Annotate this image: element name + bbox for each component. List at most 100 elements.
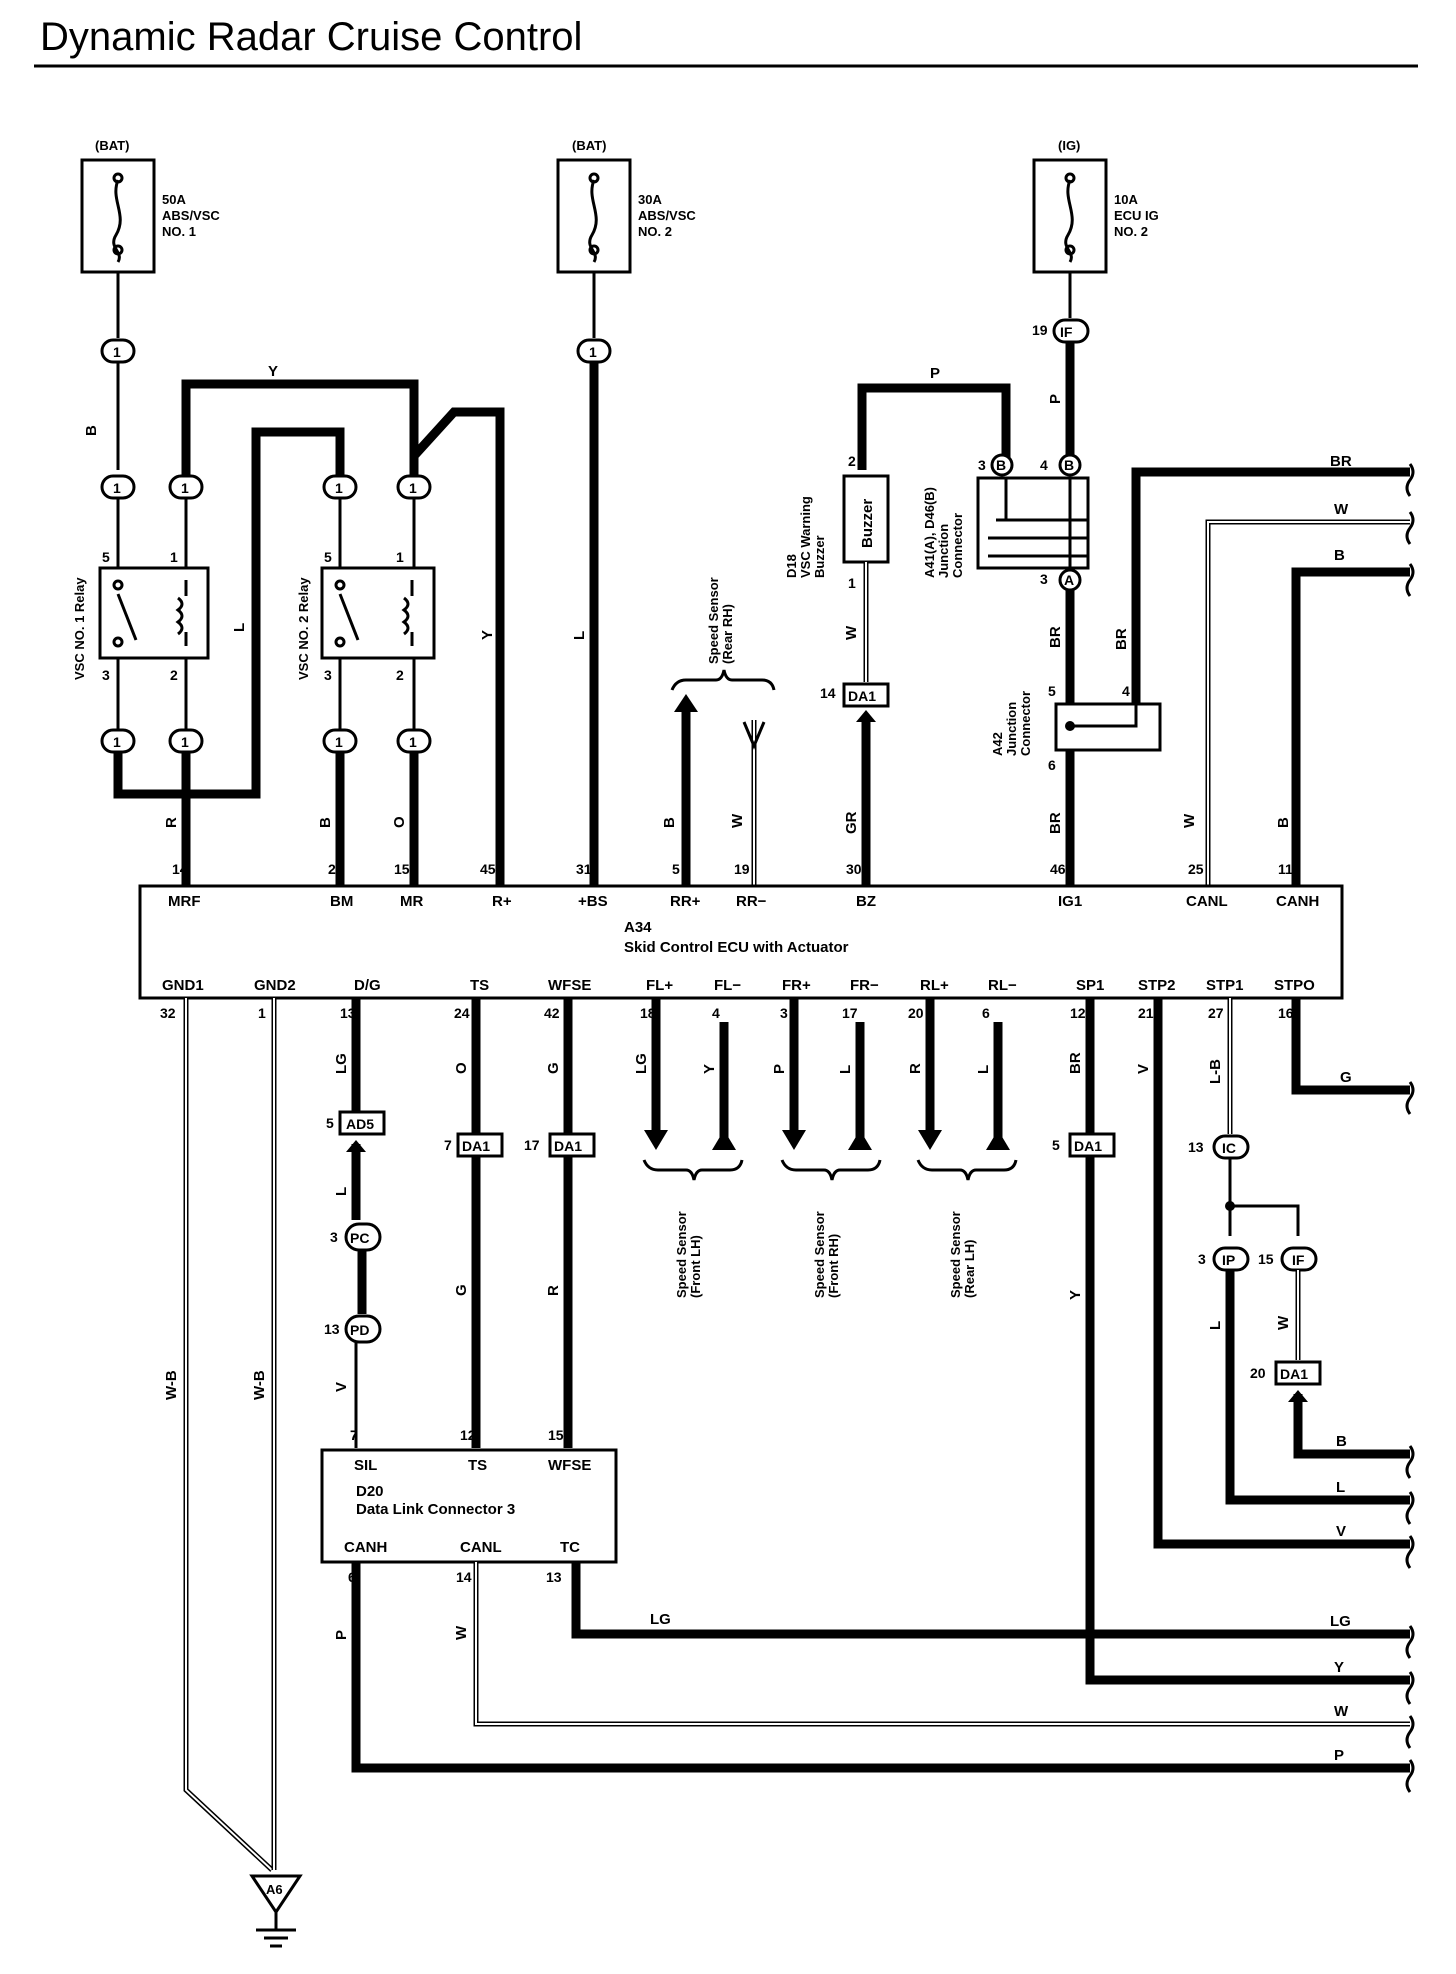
connector-ad5: 5 AD5 xyxy=(326,1110,386,1136)
svg-text:Speed Sensor: Speed Sensor xyxy=(706,577,721,664)
svg-text:12: 12 xyxy=(1070,1005,1086,1021)
wire-l-relay xyxy=(113,427,345,799)
wire-y-r-plus xyxy=(409,407,505,870)
svg-text:B: B xyxy=(1064,457,1074,473)
wire-dlc-canl xyxy=(473,1562,1410,1727)
label-l-bs: L xyxy=(571,631,588,640)
label-g-ts: G xyxy=(453,1284,470,1296)
svg-text:CANL: CANL xyxy=(460,1539,502,1556)
svg-text:W: W xyxy=(1334,1703,1349,1720)
svg-text:STP2: STP2 xyxy=(1138,977,1176,994)
svg-text:RR−: RR− xyxy=(736,893,767,910)
svg-text:45: 45 xyxy=(480,861,496,877)
svg-text:D/G: D/G xyxy=(354,977,381,994)
wire-gnd1-in xyxy=(185,998,273,1871)
svg-text:W: W xyxy=(1334,501,1349,518)
svg-text:1: 1 xyxy=(181,480,189,496)
wire-stpo xyxy=(1291,998,1410,1095)
svg-text:50A: 50A xyxy=(162,192,186,207)
svg-text:12: 12 xyxy=(460,1427,476,1443)
relay-vsc-no2: 5 1 3 2 VSC NO. 2 Relay xyxy=(296,549,436,683)
svg-text:30A: 30A xyxy=(638,192,662,207)
speed-sensor-rear-rh: Speed Sensor (Rear RH) xyxy=(670,577,776,886)
svg-text:SP1: SP1 xyxy=(1076,977,1104,994)
label-g-wfse: G xyxy=(545,1062,562,1074)
label-p-canh: P xyxy=(333,1630,350,1640)
svg-text:20: 20 xyxy=(1250,1365,1266,1381)
splice-ic xyxy=(1225,1201,1235,1211)
svg-text:4: 4 xyxy=(712,1005,720,1021)
svg-text:D18: D18 xyxy=(784,554,799,578)
svg-text:15: 15 xyxy=(1258,1251,1274,1267)
svg-text:BR: BR xyxy=(1047,812,1064,834)
svg-text:Data Link Connector 3: Data Link Connector 3 xyxy=(356,1501,515,1518)
svg-text:1: 1 xyxy=(113,734,121,750)
svg-text:TS: TS xyxy=(470,977,489,994)
svg-text:Buzzer: Buzzer xyxy=(812,535,827,578)
label-w-buzzer: W xyxy=(843,625,860,640)
svg-text:14: 14 xyxy=(172,861,188,877)
svg-text:BZ: BZ xyxy=(856,893,876,910)
svg-text:10A: 10A xyxy=(1114,192,1138,207)
wire-canh-top xyxy=(1291,567,1410,886)
svg-text:42: 42 xyxy=(544,1005,560,1021)
label-v-pd: V xyxy=(333,1382,350,1392)
svg-text:1: 1 xyxy=(409,480,417,496)
label-wb2: W-B xyxy=(251,1370,268,1400)
svg-text:P: P xyxy=(1334,1747,1344,1764)
svg-text:4: 4 xyxy=(1122,683,1130,699)
wire-dlc-canl-in xyxy=(475,1562,1410,1725)
svg-text:CANH: CANH xyxy=(1276,893,1319,910)
label-br1: BR xyxy=(1047,626,1064,648)
label-b: B xyxy=(83,425,100,436)
svg-text:A42: A42 xyxy=(990,732,1005,756)
svg-text:(Front RH): (Front RH) xyxy=(826,1234,841,1298)
label-y-top: Y xyxy=(268,363,278,380)
svg-text:Y: Y xyxy=(701,1064,718,1074)
svg-text:3: 3 xyxy=(324,667,332,683)
arrow-da1-20 xyxy=(1288,1390,1308,1402)
svg-text:19: 19 xyxy=(1032,322,1048,338)
svg-text:2: 2 xyxy=(396,667,404,683)
svg-text:Speed Sensor: Speed Sensor xyxy=(812,1211,827,1298)
svg-text:Y: Y xyxy=(1334,1659,1344,1676)
svg-text:3: 3 xyxy=(780,1005,788,1021)
connector-if-19: 19 IF xyxy=(1032,318,1090,344)
page-title: Dynamic Radar Cruise Control xyxy=(40,15,582,59)
svg-text:RR+: RR+ xyxy=(670,893,701,910)
svg-text:Junction: Junction xyxy=(936,524,951,578)
svg-text:WFSE: WFSE xyxy=(548,1457,591,1474)
svg-text:3: 3 xyxy=(1040,571,1048,587)
wire-stp2 xyxy=(1153,998,1410,1549)
fuse-abs-vsc-no2: (BAT) 30A ABS/VSC NO. 2 xyxy=(556,138,696,274)
speed-sensor-front-lh: LG Y Speed Sensor (Front LH) xyxy=(633,998,744,1298)
svg-text:ECU IG: ECU IG xyxy=(1114,208,1159,223)
svg-text:27: 27 xyxy=(1208,1005,1224,1021)
svg-text:DA1: DA1 xyxy=(848,688,876,704)
junction-a42: 5 4 6 A42 Junction Connector xyxy=(990,683,1162,773)
svg-text:B: B xyxy=(661,817,678,828)
label-l-stp1: L xyxy=(1207,1321,1224,1330)
svg-text:MRF: MRF xyxy=(168,893,201,910)
svg-text:IP: IP xyxy=(1222,1252,1235,1268)
svg-text:WFSE: WFSE xyxy=(548,977,591,994)
arrow-ad5 xyxy=(346,1140,366,1152)
wire-canl-top-in xyxy=(1207,521,1410,886)
svg-text:2: 2 xyxy=(328,861,336,877)
svg-text:Connector: Connector xyxy=(950,513,965,578)
wire-sp1 xyxy=(1085,998,1410,1685)
svg-text:20: 20 xyxy=(908,1005,924,1021)
svg-text:Junction: Junction xyxy=(1004,702,1019,756)
relay-connectors-top: 1 1 1 1 xyxy=(100,474,432,500)
svg-text:BR: BR xyxy=(1330,453,1352,470)
svg-text:Speed Sensor: Speed Sensor xyxy=(674,1211,689,1298)
svg-text:Skid Control ECU with Actuator: Skid Control ECU with Actuator xyxy=(624,939,849,956)
svg-text:1: 1 xyxy=(258,1005,266,1021)
wire-gnd1 xyxy=(183,998,274,1872)
svg-text:GND1: GND1 xyxy=(162,977,204,994)
svg-text:IF: IF xyxy=(1060,324,1073,340)
right-wires-top-labels: BR W B xyxy=(1330,453,1415,597)
svg-text:1: 1 xyxy=(589,344,597,360)
svg-text:FL−: FL− xyxy=(714,977,741,994)
svg-text:B: B xyxy=(1336,1433,1347,1450)
